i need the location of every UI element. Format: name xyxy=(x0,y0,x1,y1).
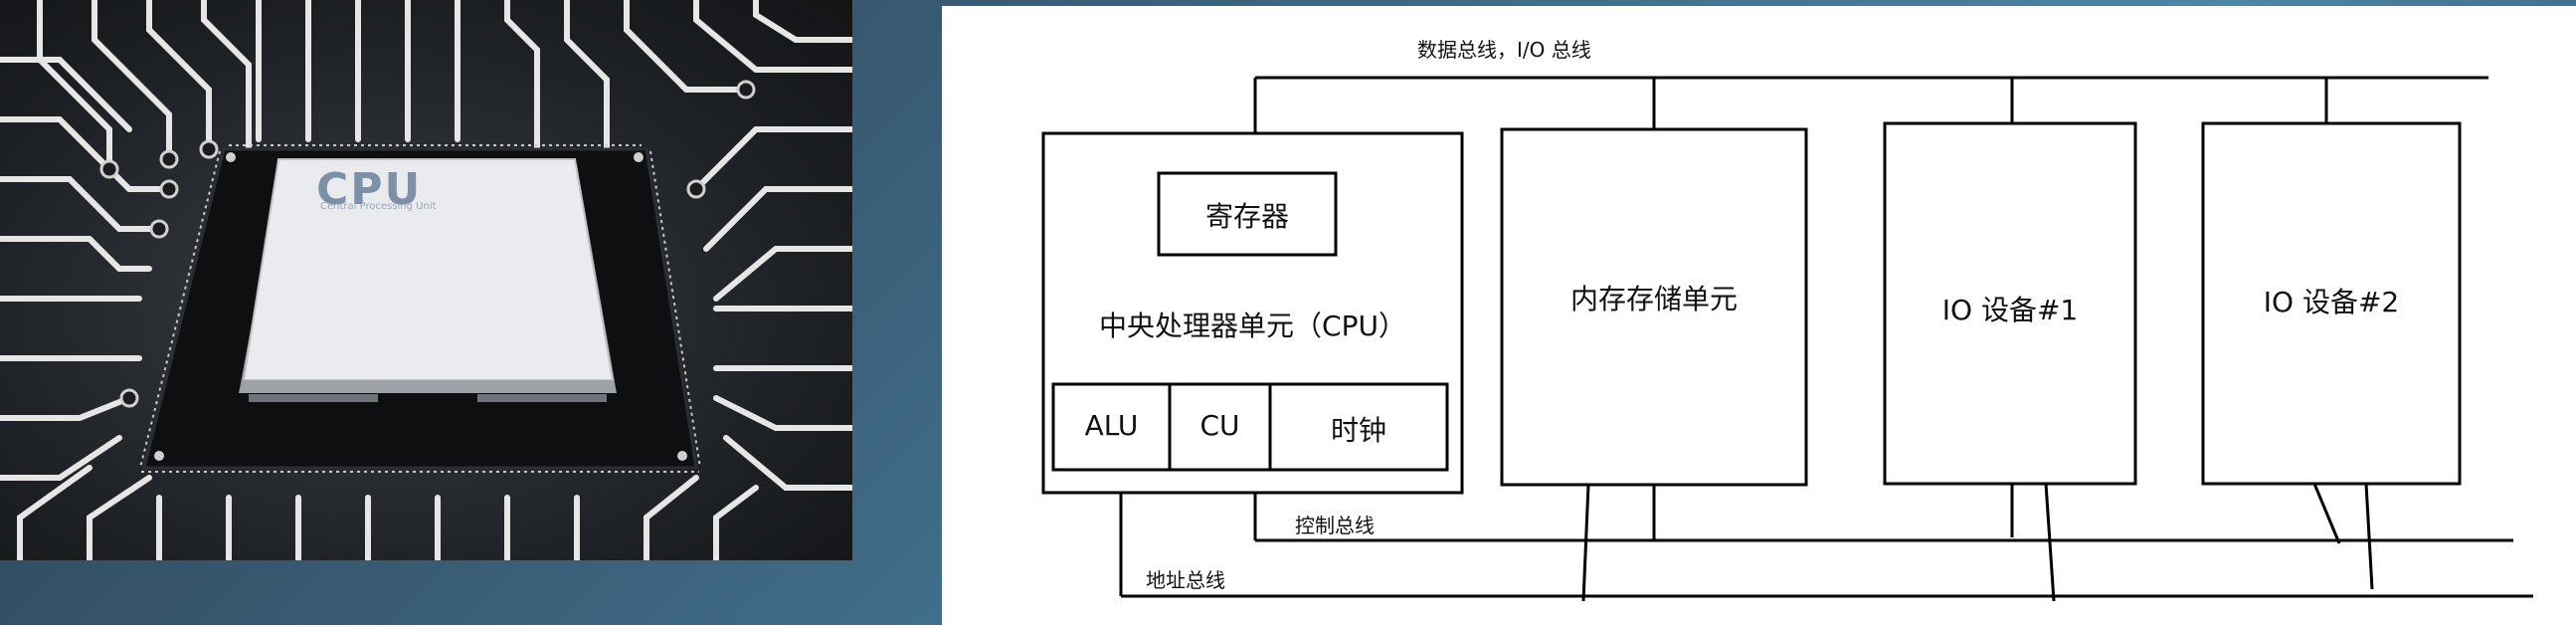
cpu-title: 中央处理器单元（CPU） xyxy=(1099,310,1406,342)
memory-address-link xyxy=(1581,484,1590,602)
circuit-pads xyxy=(99,80,756,408)
memory-label: 内存存储单元 xyxy=(1569,283,1738,315)
io1-address-link xyxy=(2044,483,2056,602)
cpu-chip: Central Processing Unit xyxy=(139,144,701,473)
computer-architecture-diagram: 数据总线，I/O 总线 控制总线 地址总线 寄存器 中央处理器单元（CPU） A… xyxy=(942,6,2576,625)
circuit-board-illustration: Central Processing Unit xyxy=(0,0,852,560)
register-label: 寄存器 xyxy=(1204,200,1289,233)
io2-label: IO 设备#2 xyxy=(2263,286,2400,318)
register-box xyxy=(1157,171,1338,257)
io1-box xyxy=(1883,121,2137,486)
clock-box xyxy=(1268,382,1449,472)
io2-box xyxy=(2201,121,2462,486)
cpu-box xyxy=(1041,131,1464,495)
diagram-lines xyxy=(1041,76,2533,602)
address-bus-label: 地址总线 xyxy=(1146,568,1225,592)
io1-label: IO 设备#1 xyxy=(1941,294,2079,326)
alu-label: ALU xyxy=(1084,409,1139,442)
data-bus-label: 数据总线，I/O 总线 xyxy=(1417,38,1591,62)
clock-label: 时钟 xyxy=(1330,414,1386,447)
chip-label: CPU xyxy=(316,164,423,215)
cpu-photo: Central Processing Unit CPU xyxy=(0,0,852,560)
cu-label: CU xyxy=(1199,409,1240,442)
io2-control-link xyxy=(2312,483,2341,544)
chip-pins xyxy=(139,144,701,473)
circuit-traces xyxy=(0,0,852,560)
chip-subtitle-mark: Central Processing Unit xyxy=(320,201,437,212)
control-bus-label: 控制总线 xyxy=(1295,514,1375,537)
io2-address-link xyxy=(2364,483,2374,590)
